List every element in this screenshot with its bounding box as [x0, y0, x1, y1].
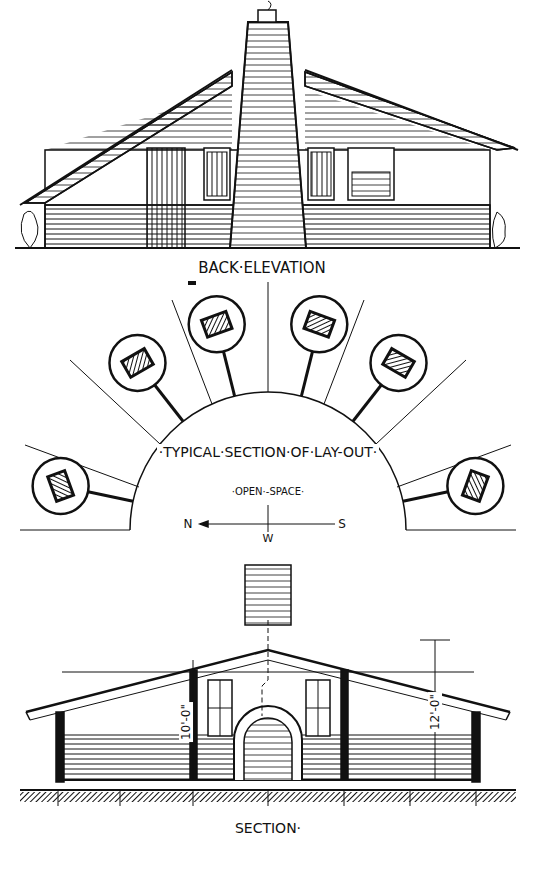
- drawing-label: ·TYPICAL·SECTION·OF·LAY-OUT·: [157, 444, 380, 460]
- dimension-label: 10'-0": [179, 702, 193, 742]
- cross-section: [20, 565, 516, 806]
- drawing-label: BACK·ELEVATION: [198, 261, 326, 276]
- back-elevation: [15, 1, 520, 285]
- drawing-label: S: [336, 517, 348, 531]
- drawing-label: N: [182, 517, 195, 531]
- drawing-label: ·OPEN·-SPACE·: [230, 486, 307, 498]
- drawing-label: W: [261, 532, 276, 545]
- layout-plan: [20, 282, 516, 545]
- drawing-label: SECTION·: [235, 821, 301, 835]
- dimension-label: 12'-0": [428, 692, 442, 732]
